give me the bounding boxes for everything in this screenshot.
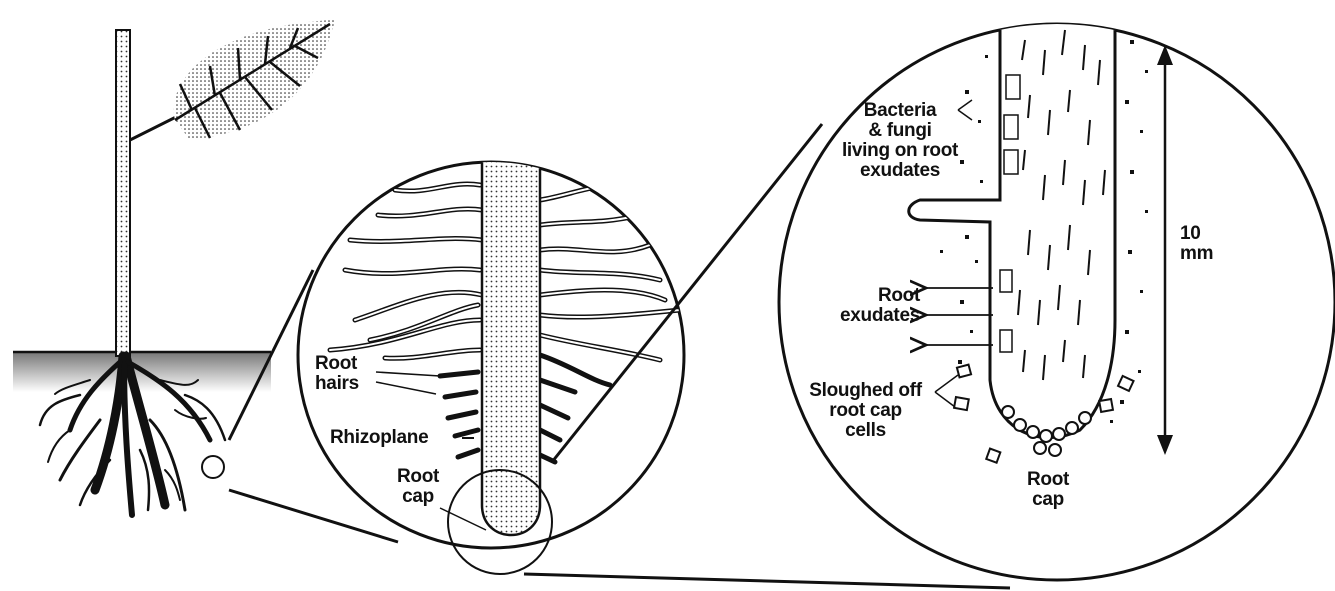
root-body [482, 160, 540, 535]
root-cap-label-right: Root cap [1018, 470, 1078, 510]
root-exudates-label: Root exudates [810, 286, 920, 326]
rhizoplane-label: Rhizoplane [330, 428, 428, 448]
scale-label: 10 mm [1180, 224, 1213, 264]
sloughed-cells-label: Sloughed off root cap cells [798, 381, 933, 441]
leaf [174, 20, 335, 140]
plant [13, 20, 335, 515]
root-tip-highlight [202, 456, 224, 478]
bacteria-fungi-label: Bacteria & fungi living on root exudates [835, 101, 965, 181]
stem [116, 30, 130, 356]
root-cap-label-mid: Root cap [388, 467, 448, 507]
root-hairs-label: Root hairs [315, 354, 359, 394]
